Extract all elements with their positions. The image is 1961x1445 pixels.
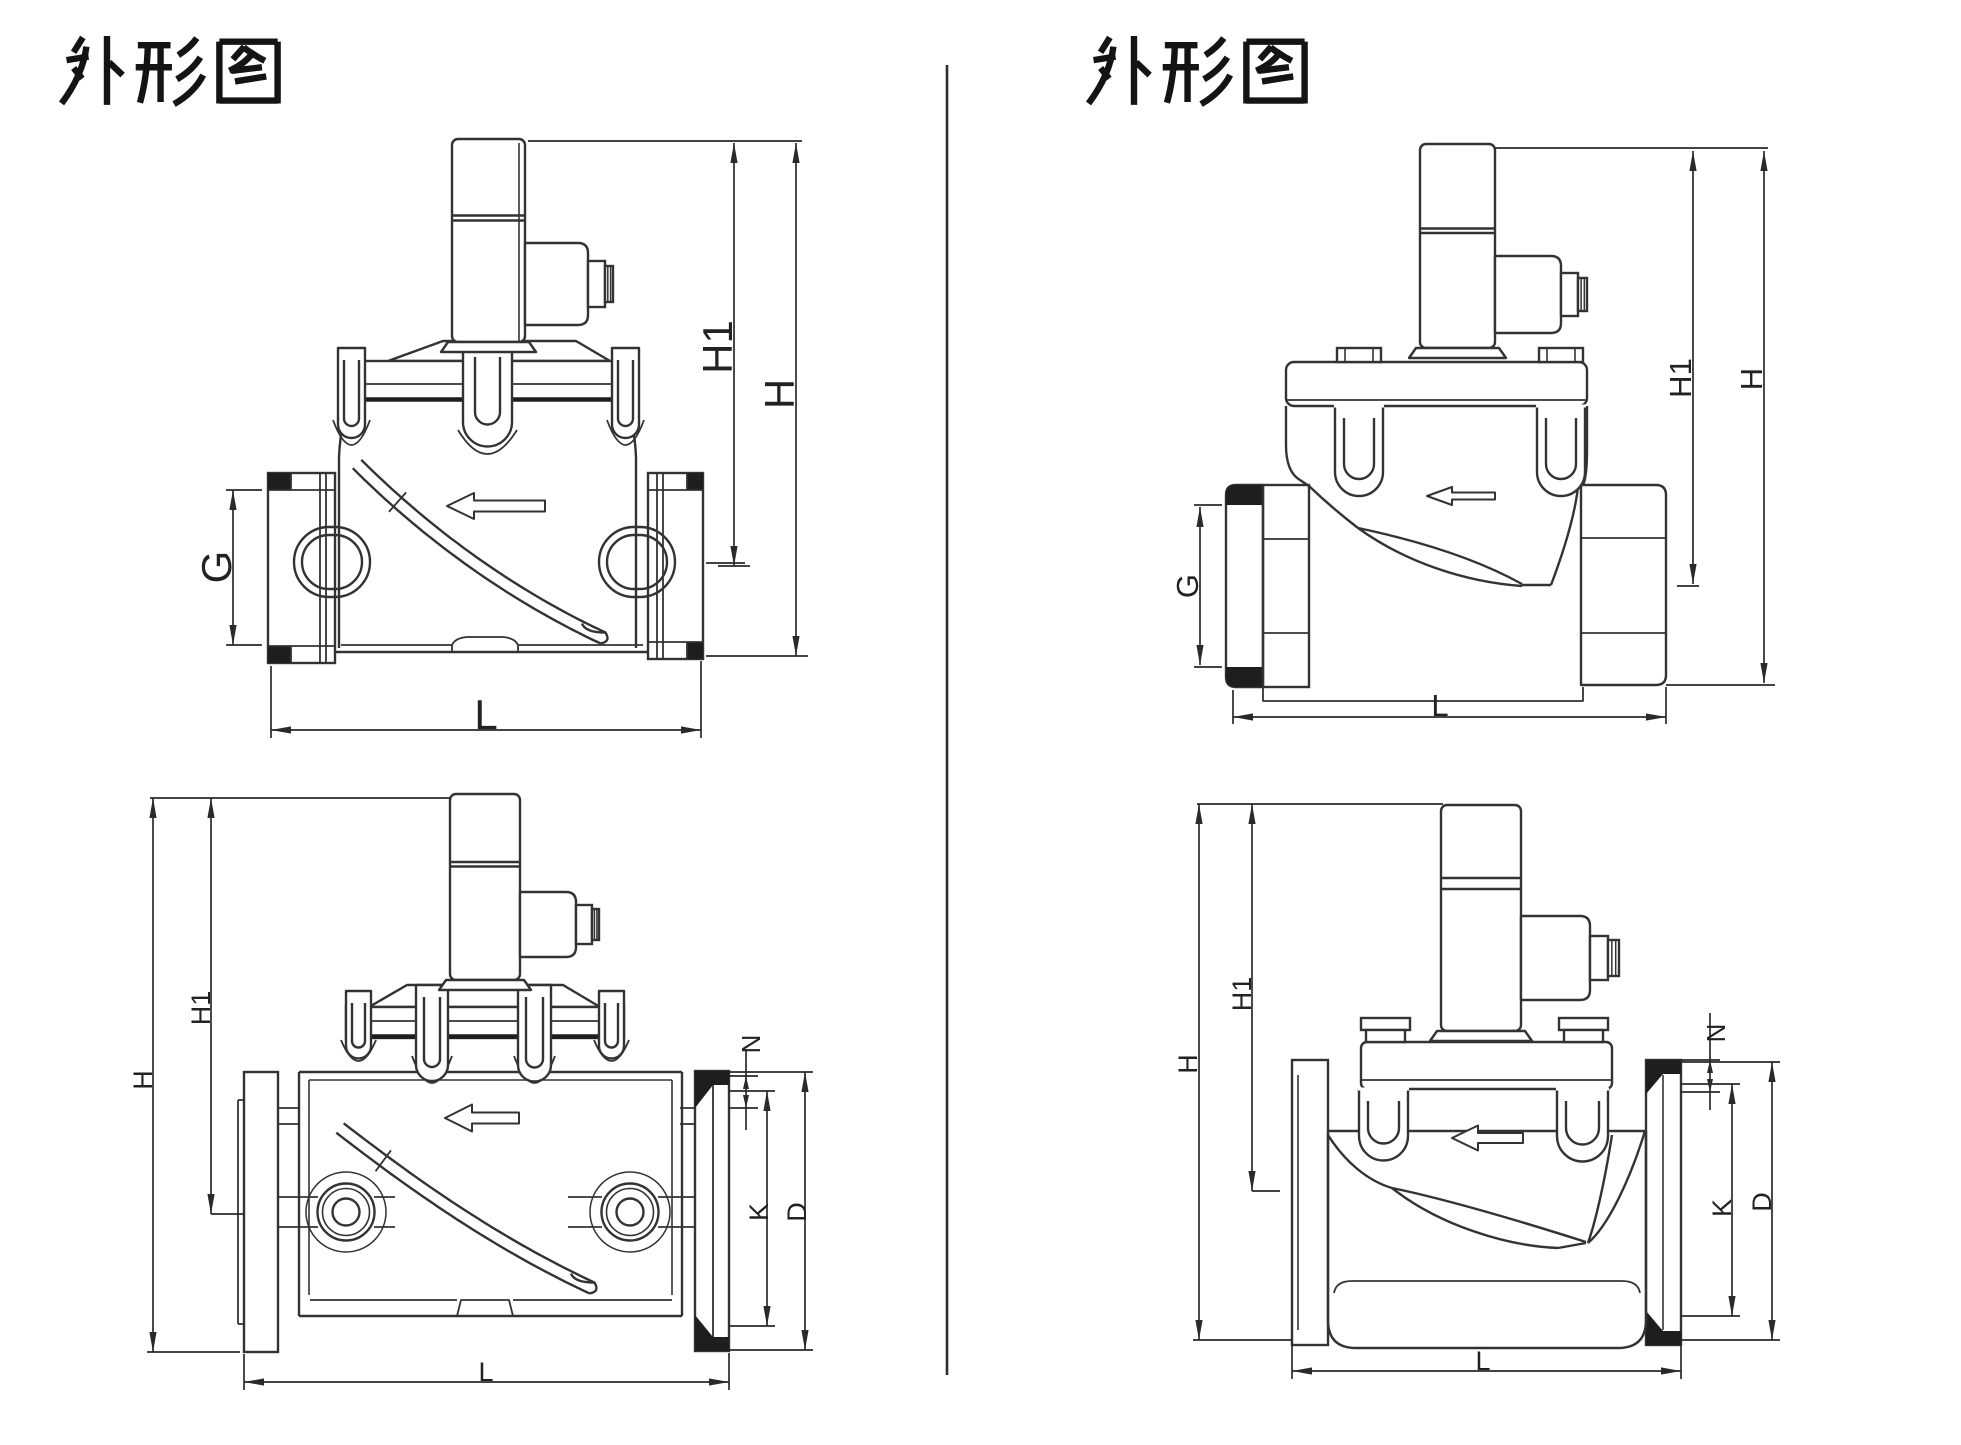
svg-text:G: G xyxy=(1170,574,1205,598)
svg-text:H1: H1 xyxy=(1227,977,1257,1012)
svg-text:D: D xyxy=(782,1202,812,1222)
svg-text:G: G xyxy=(193,551,240,584)
svg-text:K: K xyxy=(1707,1199,1737,1217)
svg-text:H1: H1 xyxy=(1663,358,1698,398)
svg-text:H1: H1 xyxy=(186,991,216,1026)
svg-text:L: L xyxy=(474,691,497,738)
svg-text:H: H xyxy=(128,1070,158,1090)
svg-text:L: L xyxy=(1475,1346,1490,1376)
svg-text:H1: H1 xyxy=(694,320,741,374)
svg-text:H: H xyxy=(1173,1054,1203,1074)
svg-text:L: L xyxy=(478,1357,493,1387)
svg-text:K: K xyxy=(744,1203,774,1221)
svg-text:D: D xyxy=(1747,1192,1777,1212)
svg-text:N: N xyxy=(1701,1024,1731,1043)
svg-text:N: N xyxy=(736,1035,766,1054)
svg-text:H: H xyxy=(756,379,803,409)
svg-text:L: L xyxy=(1431,688,1448,723)
svg-text:H: H xyxy=(1734,368,1769,390)
